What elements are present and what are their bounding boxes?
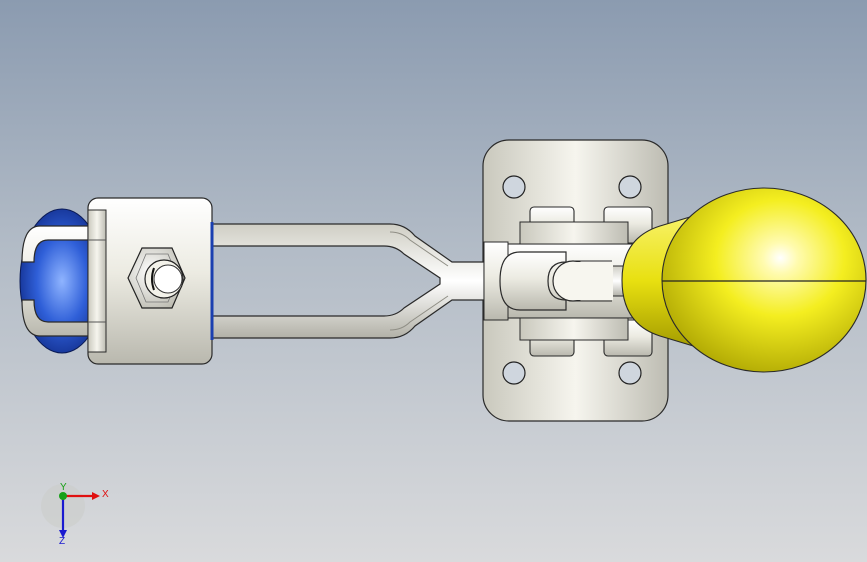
y-axis-dot — [59, 492, 67, 500]
y-axis-label: Y — [60, 482, 67, 493]
mount-hole-top-left — [502, 175, 526, 199]
handle-ball — [661, 187, 867, 373]
mount-hole-top-right — [618, 175, 642, 199]
orientation-triad[interactable]: X Z Y — [40, 478, 120, 548]
spindle-hook-left — [21, 225, 91, 337]
z-axis-label: Z — [59, 536, 65, 547]
z-axis-arrow — [59, 530, 67, 538]
spindle-holder-flange — [87, 209, 107, 353]
mount-hole-bottom-left — [502, 361, 526, 385]
x-axis-arrow — [92, 492, 100, 500]
x-axis-label: X — [102, 489, 109, 500]
mount-hole-bottom-right — [618, 361, 642, 385]
